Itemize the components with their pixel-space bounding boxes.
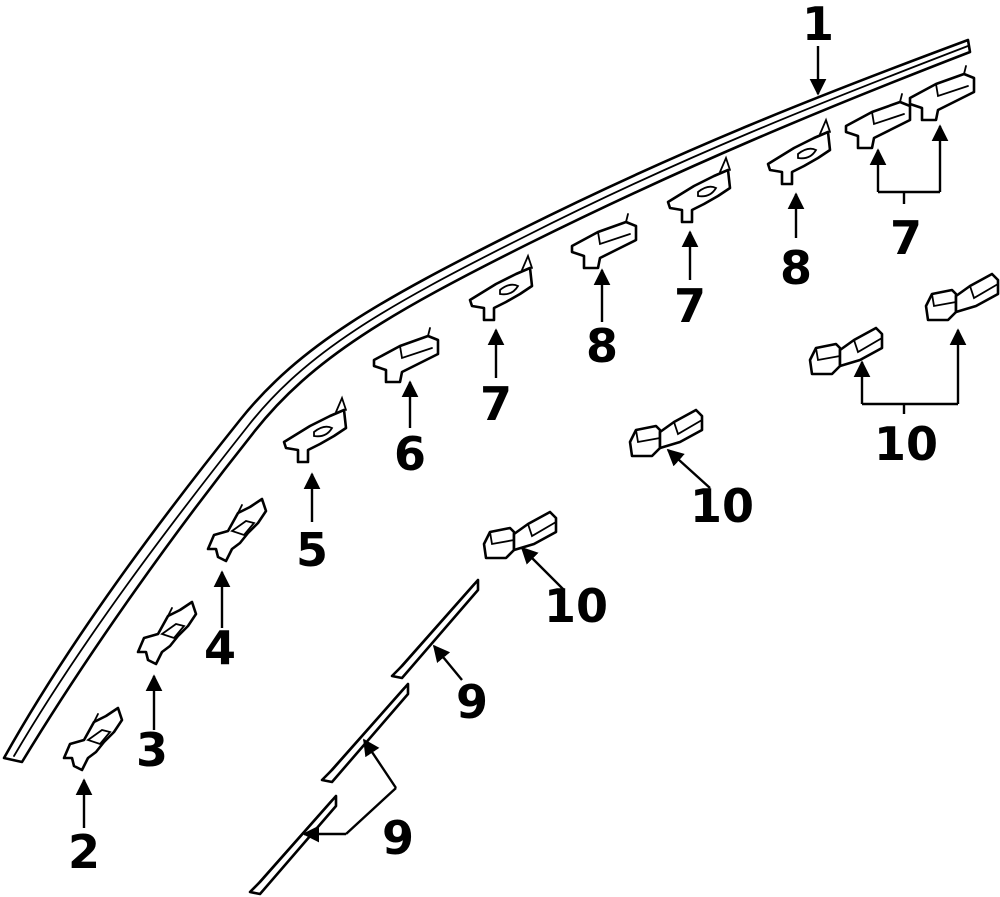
callout-7-top: 7 bbox=[890, 211, 922, 265]
callout-4: 4 bbox=[204, 621, 236, 675]
clip-part-6 bbox=[372, 326, 440, 384]
callout-8-left: 8 bbox=[586, 319, 618, 373]
clip-part-3 bbox=[136, 600, 198, 666]
callout-10-middle: 10 bbox=[690, 479, 754, 533]
callout-5: 5 bbox=[296, 523, 328, 577]
clip-part-2 bbox=[62, 706, 124, 772]
leader-lines bbox=[75, 46, 967, 843]
clip-part-5 bbox=[282, 396, 348, 464]
callout-2: 2 bbox=[68, 825, 100, 879]
clip-part-4 bbox=[206, 497, 268, 563]
strip-part-9-middle bbox=[320, 682, 410, 784]
callout-3: 3 bbox=[136, 723, 168, 777]
callout-10-right: 10 bbox=[874, 417, 938, 471]
block-part-10-right-right bbox=[924, 272, 1000, 322]
callout-8-right: 8 bbox=[780, 241, 812, 295]
block-part-10-lower bbox=[482, 510, 558, 560]
clip-part-7-top-left bbox=[844, 92, 912, 150]
callout-9-lower: 9 bbox=[382, 811, 414, 865]
block-part-10-middle bbox=[628, 408, 704, 458]
callout-6: 6 bbox=[394, 427, 426, 481]
clip-part-8-left bbox=[570, 212, 638, 270]
block-part-10-right-left bbox=[808, 326, 884, 376]
callout-7-middle: 7 bbox=[674, 279, 706, 333]
strip-part-9-upper bbox=[390, 578, 480, 680]
callout-10-lower: 10 bbox=[544, 579, 608, 633]
strip-part-9-lower bbox=[248, 794, 338, 896]
roof-molding-strip bbox=[2, 38, 972, 764]
callout-7-lower: 7 bbox=[480, 377, 512, 431]
callout-9-upper: 9 bbox=[456, 675, 488, 729]
callout-1: 1 bbox=[802, 0, 834, 51]
clip-part-7-top-right bbox=[908, 64, 976, 122]
